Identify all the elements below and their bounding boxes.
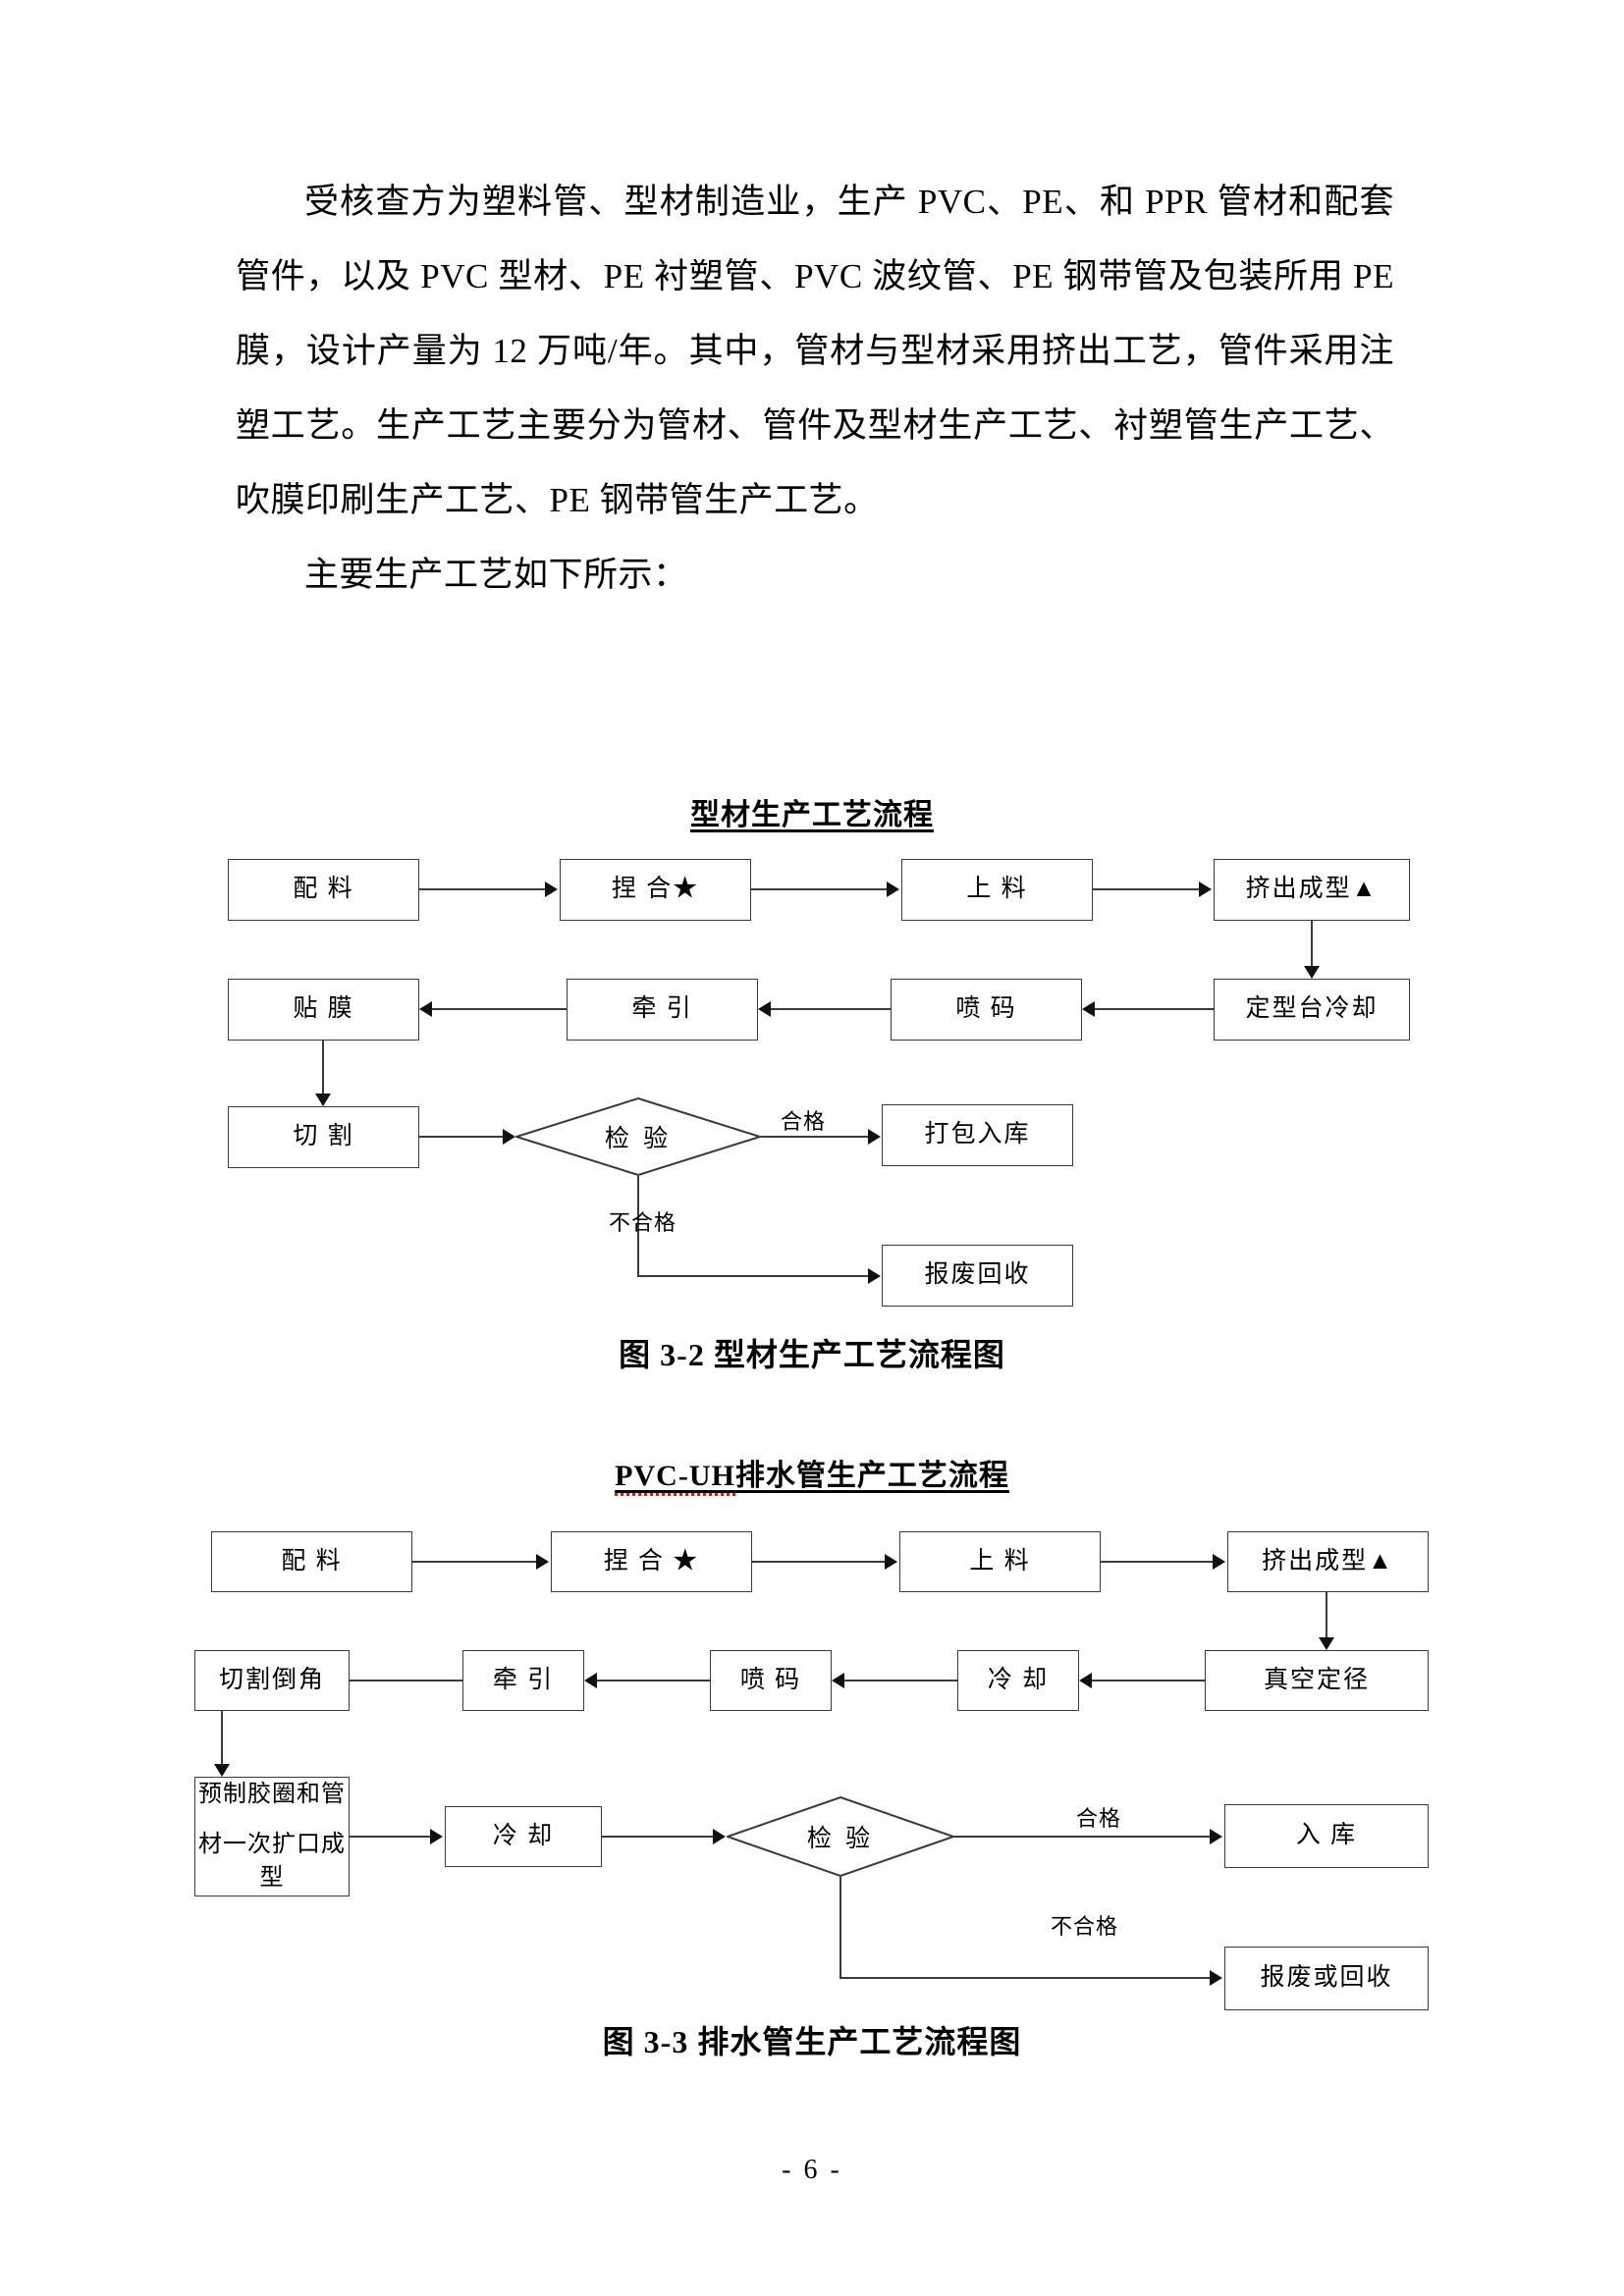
fig2-label-pass: 合格 <box>1076 1806 1122 1831</box>
fig1-node-jichu: 挤出成型▲ <box>1214 859 1410 921</box>
fig1-edge-fail-h <box>637 1275 870 1277</box>
fig2-label-fail: 不合格 <box>1051 1914 1119 1939</box>
fig1-label-fail: 不合格 <box>609 1210 677 1235</box>
fig2-node-penma: 喷 码 <box>710 1650 832 1711</box>
fig1-edge-3 <box>1093 888 1201 890</box>
paragraph-2: 主要生产工艺如下所示： <box>304 556 688 594</box>
fig1-node-qianyin: 牵 引 <box>567 979 758 1041</box>
figure2-title-prefix: PVC-UH <box>615 1460 735 1496</box>
fig2-edge-1 <box>412 1561 538 1563</box>
diamond-shape-icon <box>515 1097 761 1176</box>
fig2-node-lengque-2: 冷 却 <box>445 1806 602 1867</box>
fig2-edge-9 <box>221 1711 223 1770</box>
fig1-arrow-6-icon <box>758 1001 771 1017</box>
fig2-arrow-7-icon <box>584 1673 597 1688</box>
fig1-node-dingxing: 定型台冷却 <box>1214 979 1410 1041</box>
fig2-node-yuzhijiaoquan-line2: 材一次扩口成型 <box>198 1831 346 1892</box>
fig2-edge-fail-h <box>839 1977 1212 1979</box>
fig1-node-jianyan-label: 检 验 <box>604 1126 673 1152</box>
fig2-node-qiegedaojiao: 切割倒角 <box>194 1650 350 1711</box>
fig1-edge-fail-v <box>637 1176 639 1277</box>
fig1-arrow-pass-icon <box>868 1129 881 1145</box>
page-number: - 6 - <box>782 2155 842 2185</box>
fig2-edge-4 <box>1326 1592 1327 1643</box>
fig2-node-shangliao: 上 料 <box>899 1531 1101 1592</box>
figure2-title-rest: 排水管生产工艺流程 <box>734 1460 1009 1492</box>
fig2-node-yuzhijiaoquan: 预制胶圈和管 材一次扩口成型 <box>194 1777 350 1896</box>
fig1-arrow-9-icon <box>503 1129 515 1145</box>
fig1-arrow-fail-icon <box>868 1268 881 1284</box>
paragraph-1: 受核查方为塑料管、型材制造业，生产 PVC、PE、和 PPR 管材和配套管件，以… <box>236 183 1394 519</box>
fig1-arrow-4-icon <box>1304 966 1320 979</box>
fig1-node-peiliao: 配 料 <box>228 859 419 921</box>
fig2-edge-6 <box>844 1680 957 1682</box>
fig2-arrow-6-icon <box>832 1673 844 1688</box>
fig1-arrow-7-icon <box>419 1001 432 1017</box>
fig1-node-shangliao: 上 料 <box>901 859 1093 921</box>
figure1-title: 型材生产工艺流程 <box>690 799 934 831</box>
fig1-edge-1 <box>419 888 547 890</box>
fig2-node-peiliao: 配 料 <box>211 1531 412 1592</box>
fig1-edge-2 <box>751 888 889 890</box>
fig2-edge-7 <box>597 1680 710 1682</box>
fig2-edge-3 <box>1101 1561 1215 1563</box>
fig1-arrow-3-icon <box>1199 881 1212 897</box>
fig1-node-qiege: 切 割 <box>228 1106 419 1168</box>
fig2-edge-2 <box>752 1561 887 1563</box>
fig2-arrow-11-icon <box>713 1829 726 1844</box>
diamond-shape-icon <box>727 1796 954 1877</box>
fig2-arrow-2-icon <box>885 1554 897 1570</box>
fig1-edge-6 <box>771 1008 891 1010</box>
fig2-node-ruku: 入 库 <box>1224 1804 1429 1868</box>
fig2-node-lengque-1: 冷 却 <box>957 1650 1079 1711</box>
fig2-arrow-1-icon <box>536 1554 549 1570</box>
fig2-edge-10 <box>350 1836 432 1838</box>
figure2-flowchart: 配 料 捏 合 ★ 上 料 挤出成型▲ 真空定径 冷 却 喷 码 牵 引 切割倒… <box>0 1512 1624 2010</box>
fig2-edge-11 <box>602 1836 715 1838</box>
fig2-node-niehe: 捏 合 ★ <box>551 1531 752 1592</box>
fig2-node-yuzhijiaoquan-line1: 预制胶圈和管 <box>198 1781 346 1807</box>
fig1-node-baofeihuishou: 报废回收 <box>882 1245 1073 1307</box>
fig2-node-jianyan-label: 检 验 <box>806 1826 875 1852</box>
fig2-arrow-fail-icon <box>1210 1970 1222 1986</box>
fig2-node-zhenkongdingjing: 真空定径 <box>1205 1650 1429 1711</box>
body-text-block: 受核查方为塑料管、型材制造业，生产 PVC、PE、和 PPR 管材和配套管件，以… <box>236 165 1394 613</box>
fig1-node-dabaoruku: 打包入库 <box>882 1104 1073 1166</box>
fig1-node-penma: 喷 码 <box>891 979 1082 1041</box>
figure2-title: PVC-UH排水管生产工艺流程 <box>0 1451 1624 1496</box>
fig1-edge-5 <box>1095 1008 1214 1010</box>
fig1-edge-7 <box>432 1008 567 1010</box>
figure2-caption: 图 3-3 排水管生产工艺流程图 <box>602 2024 1022 2059</box>
fig2-node-qianyin: 牵 引 <box>462 1650 584 1711</box>
figure1-flowchart: 配 料 捏 合★ 上 料 挤出成型▲ 定型台冷却 喷 码 牵 引 贴 膜 切 割 <box>0 844 1624 1307</box>
fig1-edge-9 <box>419 1136 505 1138</box>
fig2-node-jichu: 挤出成型▲ <box>1227 1531 1429 1592</box>
fig1-arrow-5-icon <box>1082 1001 1095 1017</box>
fig1-edge-8 <box>322 1041 324 1099</box>
fig1-arrow-1-icon <box>545 881 558 897</box>
fig1-edge-pass <box>761 1136 870 1138</box>
fig2-arrow-4-icon <box>1319 1637 1334 1650</box>
fig1-arrow-2-icon <box>887 881 899 897</box>
fig1-arrow-8-icon <box>315 1094 331 1106</box>
fig1-node-jianyan: 检 验 <box>515 1097 761 1176</box>
fig2-arrow-9-icon <box>214 1764 230 1777</box>
fig1-edge-4 <box>1311 921 1313 972</box>
fig2-arrow-5-icon <box>1079 1673 1092 1688</box>
fig2-edge-5 <box>1092 1680 1205 1682</box>
fig2-arrow-10-icon <box>430 1829 443 1844</box>
fig2-node-baofeihuohuishou: 报废或回收 <box>1224 1947 1429 2010</box>
fig2-node-jianyan: 检 验 <box>727 1796 954 1877</box>
fig1-node-niehe: 捏 合★ <box>560 859 751 921</box>
fig2-edge-pass <box>954 1836 1212 1838</box>
fig2-edge-8 <box>349 1680 462 1682</box>
fig2-arrow-pass-icon <box>1210 1829 1222 1844</box>
fig1-node-tiemo: 贴 膜 <box>228 979 419 1041</box>
figure1-caption: 图 3-2 型材生产工艺流程图 <box>619 1337 1005 1372</box>
fig2-edge-fail-v <box>839 1877 841 1979</box>
fig2-arrow-3-icon <box>1213 1554 1225 1570</box>
fig1-label-pass: 合格 <box>781 1109 827 1134</box>
